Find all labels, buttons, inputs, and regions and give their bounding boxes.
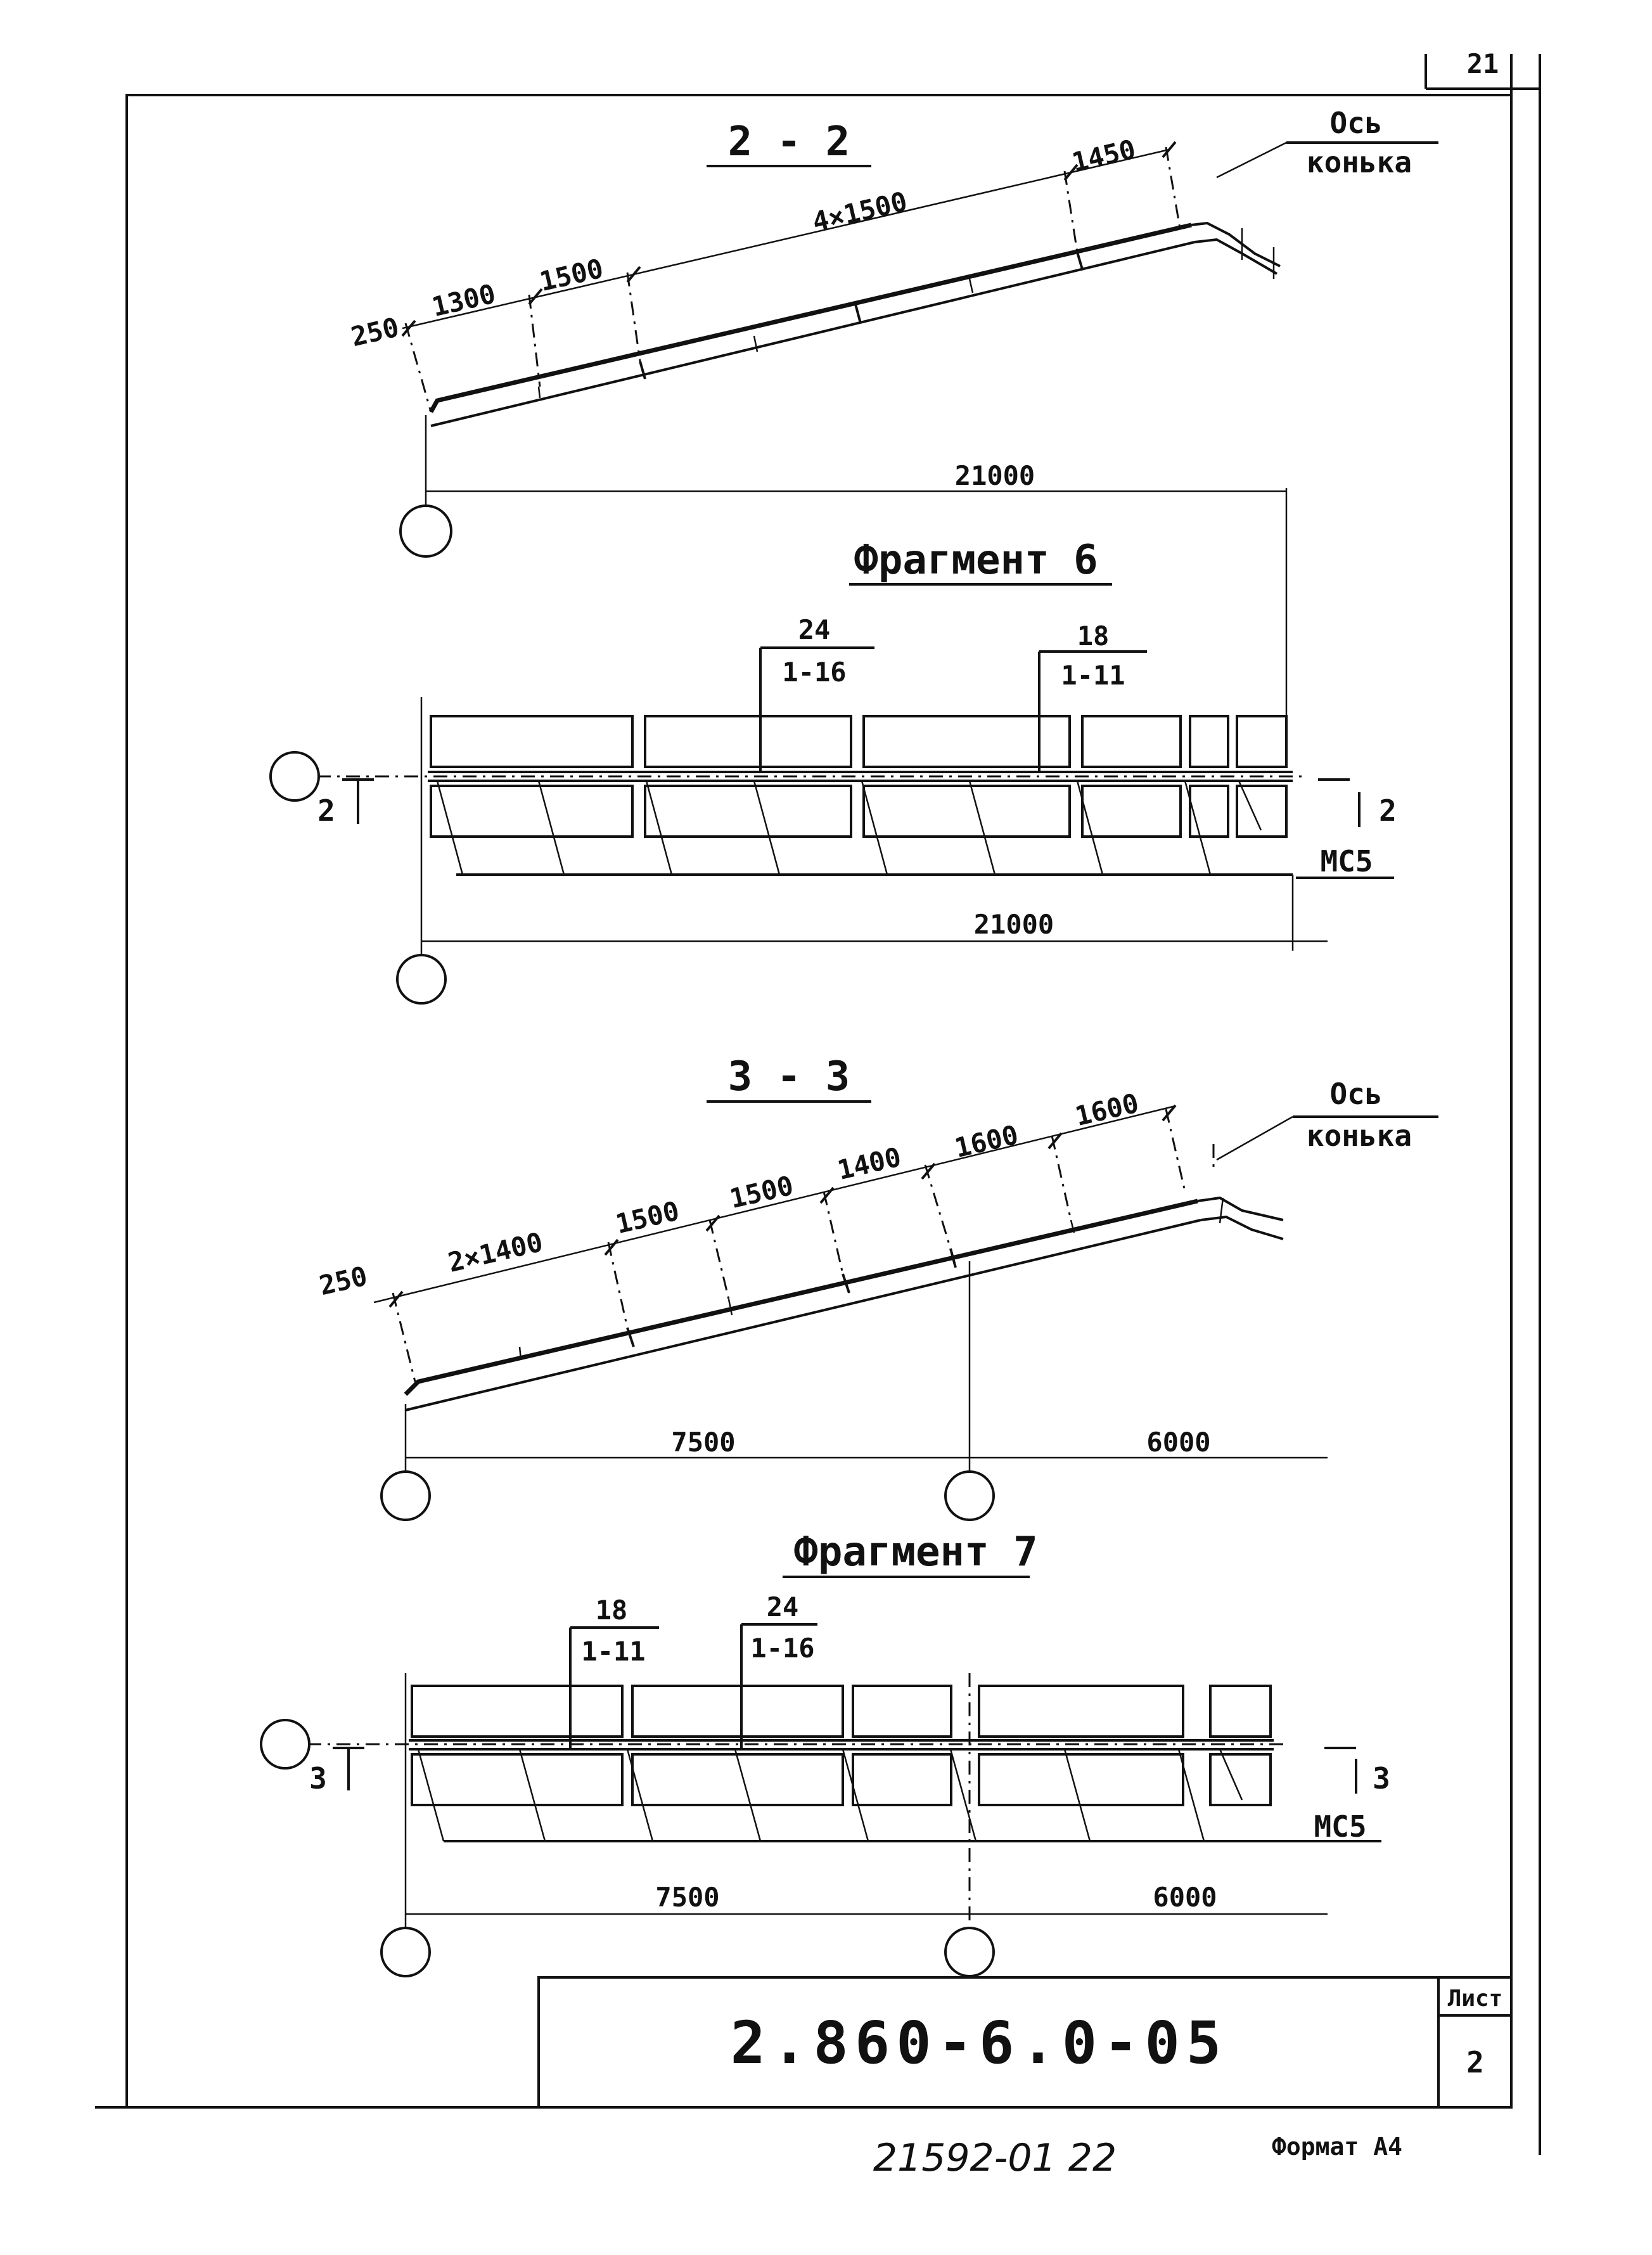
section-2-2-dim-250: 250 xyxy=(348,311,402,352)
axis-bubble xyxy=(399,504,452,558)
axis-bubble xyxy=(944,1470,995,1521)
fragment-7-cut-left: 3 xyxy=(309,1761,327,1796)
fragment-7-callout-b-bottom: 1-16 xyxy=(750,1633,814,1664)
fragment-7: Фрагмент 7 18 1-11 24 1-16 xyxy=(260,1529,1390,1977)
section-2-2-title: 2 - 2 xyxy=(728,119,850,165)
format-label: Формат А4 xyxy=(1272,2133,1402,2161)
fragment-7-callout-b-top: 24 xyxy=(767,1591,799,1622)
inventory-number: 21592-01 22 xyxy=(873,2136,1117,2180)
fragment-6-label-ms5: МС5 xyxy=(1320,844,1373,878)
section-3-3-dim-1600-b: 1600 xyxy=(1072,1088,1142,1132)
section-2-2-dim-1450: 1450 xyxy=(1069,134,1139,178)
fragment-6-callout-b-top: 18 xyxy=(1077,620,1110,652)
axis-bubble xyxy=(260,1719,311,1770)
axis-bubble xyxy=(269,751,320,802)
section-2-2-total: 21000 xyxy=(955,460,1035,491)
sheet-number: 2 xyxy=(1466,2045,1484,2079)
section-3-3-dim-250: 250 xyxy=(316,1260,370,1301)
section-3-3-dim-2x1400: 2×1400 xyxy=(445,1226,546,1278)
section-3-3-axis-label-1: Ось xyxy=(1329,1077,1382,1111)
title-block: 2.860-6.0-05 Лист 2 xyxy=(537,1976,1513,2109)
fragment-6-callout-a-bottom: 1-16 xyxy=(782,657,846,688)
section-3-3-title: 3 - 3 xyxy=(728,1053,850,1100)
section-3-3: 3 - 3 Ось конька 2 xyxy=(316,1053,1438,1521)
fragment-7-title: Фрагмент 7 xyxy=(793,1529,1037,1576)
doc-number: 2.860-6.0-05 xyxy=(731,2009,1228,2077)
section-2-2-axis-label-1: Ось xyxy=(1329,106,1382,140)
section-3-3-dim-1600-a: 1600 xyxy=(952,1119,1021,1164)
fragment-6-cut-left: 2 xyxy=(317,793,335,828)
section-3-3-dim-1400: 1400 xyxy=(835,1141,904,1186)
fragment-6-total: 21000 xyxy=(974,909,1054,940)
axis-bubble xyxy=(380,1927,431,1977)
fragment-6-cut-right: 2 xyxy=(1379,793,1397,828)
fragment-7-label-ms5: МС5 xyxy=(1314,1809,1366,1844)
fragment-7-span-right: 6000 xyxy=(1153,1882,1217,1913)
section-3-3-dim-1500-a: 1500 xyxy=(613,1195,682,1240)
fragment-6-callout-b-bottom: 1-11 xyxy=(1061,660,1125,691)
axis-bubble xyxy=(396,954,447,1005)
section-3-3-dim-1500-b: 1500 xyxy=(727,1170,797,1214)
section-2-2: 2 - 2 Ось конька 250 1300 1500 xyxy=(348,106,1438,723)
section-2-2-axis-label-2: конька xyxy=(1307,145,1412,179)
fragment-7-callout-a-top: 18 xyxy=(596,1595,628,1626)
section-3-3-axis-label-2: конька xyxy=(1307,1119,1412,1153)
section-2-2-dim-1300: 1300 xyxy=(429,278,499,323)
section-3-3-span-left: 7500 xyxy=(671,1427,735,1458)
axis-bubble xyxy=(944,1927,995,1977)
fragment-7-span-left: 7500 xyxy=(655,1882,719,1913)
axis-bubble xyxy=(380,1470,431,1521)
fragment-7-cut-right: 3 xyxy=(1373,1761,1390,1796)
sheet-label: Лист xyxy=(1448,1986,1503,2012)
fragment-6: Фрагмент 6 24 1-16 18 1-11 xyxy=(269,537,1397,1005)
fragment-6-title: Фрагмент 6 xyxy=(854,537,1098,584)
fragment-6-callout-a-top: 24 xyxy=(798,614,831,645)
section-2-2-dim-1500: 1500 xyxy=(537,253,606,297)
page-mark: 21 xyxy=(1467,48,1499,79)
fragment-7-callout-a-bottom: 1-11 xyxy=(581,1636,645,1667)
section-2-2-dim-4x1500: 4×1500 xyxy=(809,186,910,238)
section-3-3-span-right: 6000 xyxy=(1146,1427,1210,1458)
